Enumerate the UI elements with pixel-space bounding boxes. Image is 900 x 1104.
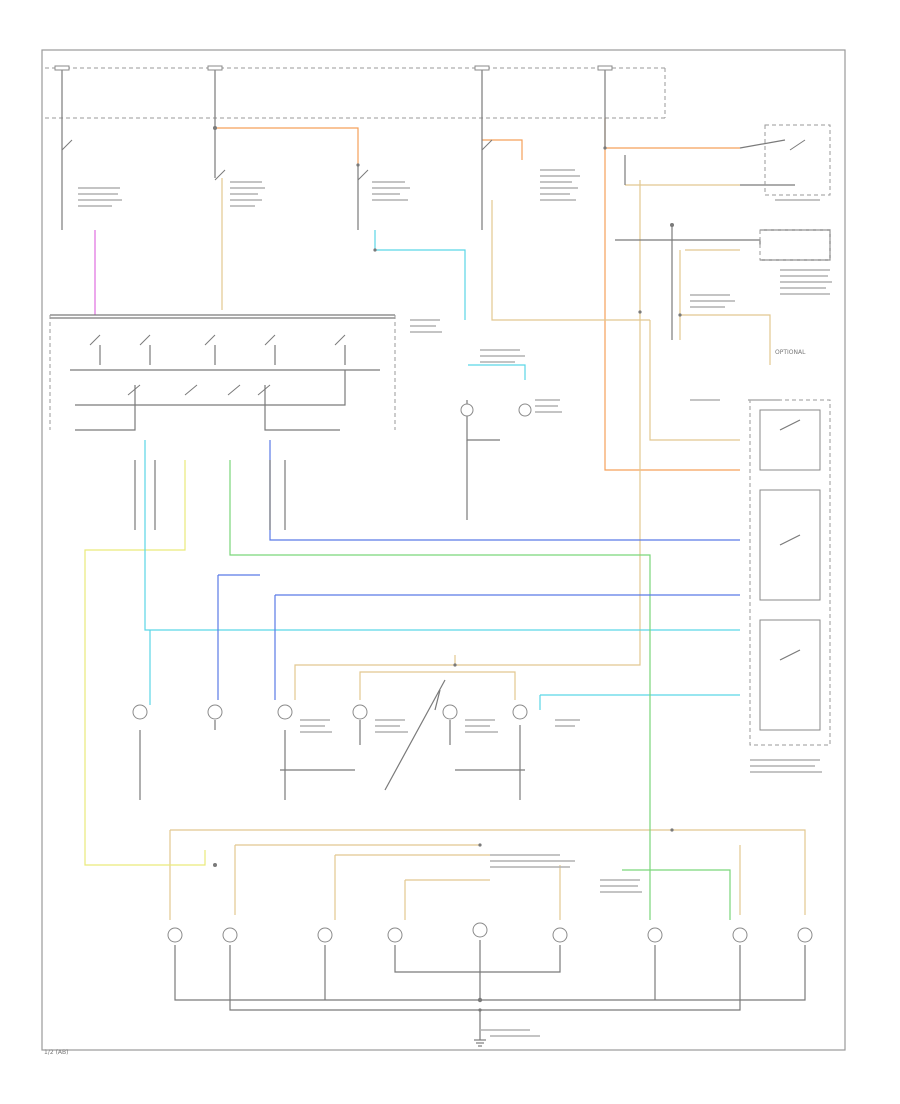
splice-nodes: [213, 126, 682, 1012]
headlamp-switch: [49, 315, 396, 430]
ground-symbol: [474, 1039, 486, 1047]
optional-label: OPTIONAL: [775, 349, 806, 356]
component-label-marks: [78, 169, 832, 1037]
fuse-block: [45, 65, 666, 119]
bulbs-bottom: [167, 922, 813, 943]
diagram-frame: [41, 49, 846, 1051]
right-relays: [749, 124, 831, 746]
wire-orange: [215, 118, 740, 471]
bulbs-middle: [132, 403, 532, 720]
wire-black: [50, 118, 831, 1040]
wire-cyan: [144, 230, 740, 710]
page-tag: 1/2 (AB): [44, 1049, 68, 1056]
wire-yellow: [84, 460, 206, 866]
wire-tan: [169, 178, 806, 920]
wire-green: [229, 460, 731, 920]
switch-contacts: [61, 139, 493, 396]
wire-blue: [217, 440, 740, 700]
